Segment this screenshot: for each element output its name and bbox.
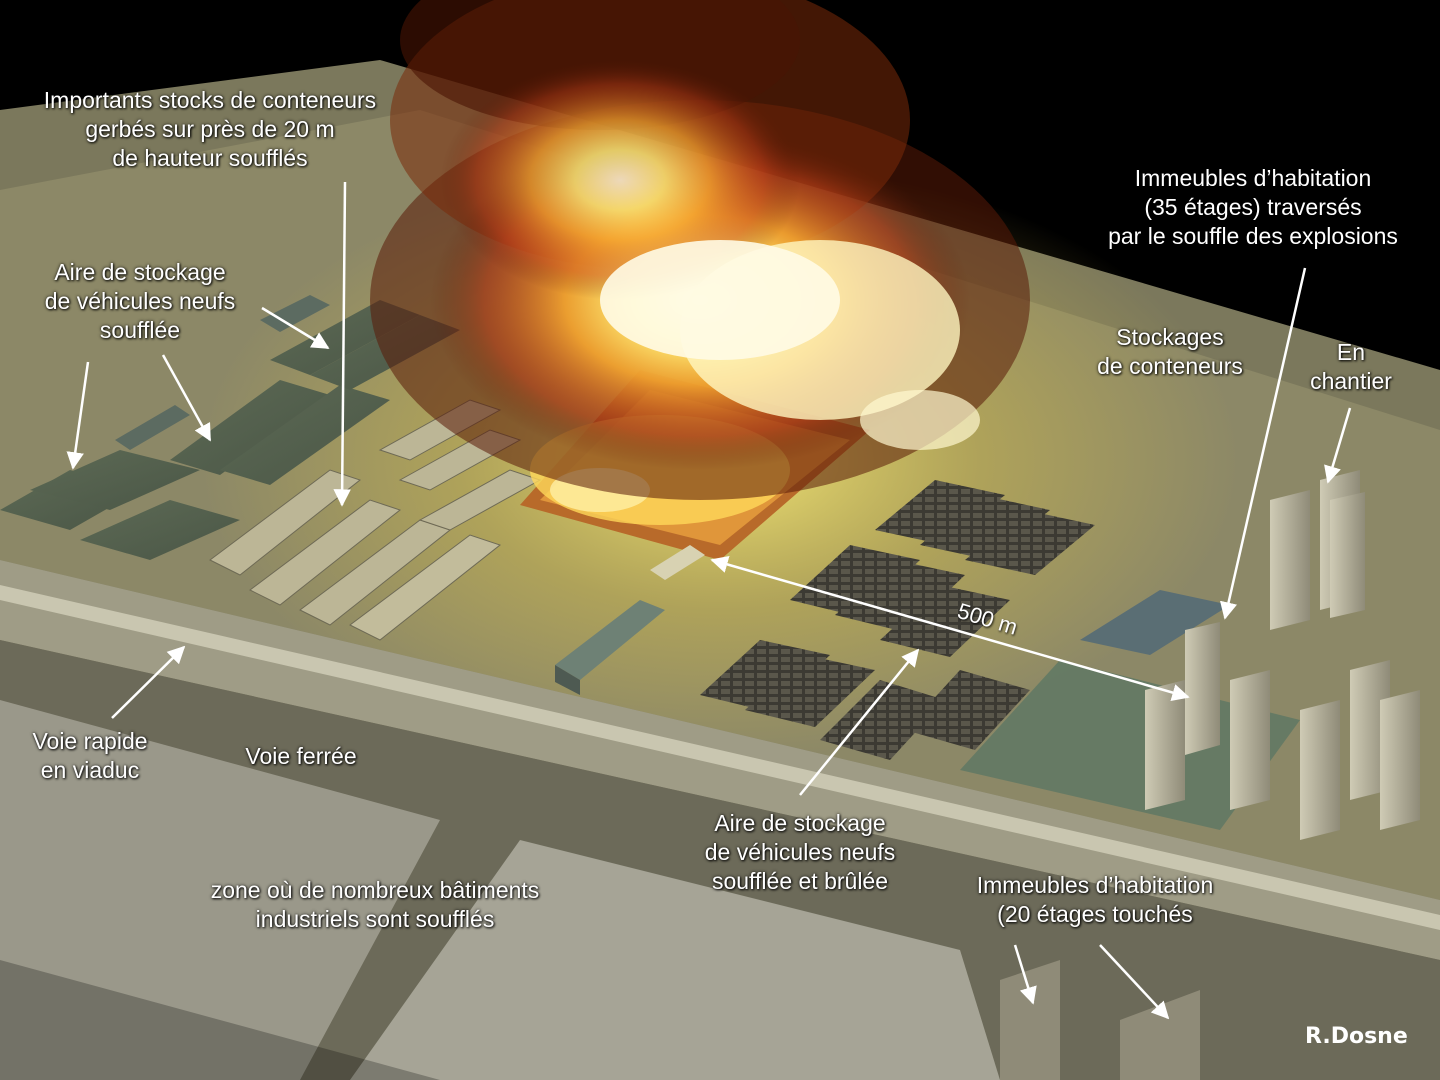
label-vehicle-storage-burned: Aire de stockage de véhicules neufs souf… — [704, 810, 896, 894]
explosion-fireball — [370, 0, 1030, 500]
label-containers-blown: Importants stocks de conteneurs gerbés s… — [43, 87, 377, 171]
label-railway: Voie ferrée — [245, 743, 357, 769]
arrow-construction — [1324, 407, 1352, 484]
arrow-containers — [333, 181, 351, 507]
label-towers-35: Immeubles d’habitation (35 étages) trave… — [1108, 165, 1398, 249]
arrow-storage-left-3 — [261, 306, 330, 350]
arrow-towers-35 — [1219, 267, 1307, 620]
label-vehicle-storage-blown: Aire de stockage de véhicules neufs souf… — [44, 259, 236, 343]
industrial-lot — [0, 700, 440, 1080]
distance-line — [710, 555, 1190, 702]
label-expressway: Voie rapide en viaduc — [32, 728, 148, 783]
label-container-storage: Stockages de conteneurs — [1097, 324, 1243, 379]
arrow-storage-left-1 — [66, 361, 90, 470]
storage-lot — [220, 385, 390, 485]
label-industrial-zone: zone où de nombreux bâtiments industriel… — [210, 877, 540, 932]
industrial-lot — [350, 840, 1000, 1080]
arrow-storage-left-2 — [161, 354, 212, 442]
label-construction: En chantier — [1310, 339, 1392, 394]
residential-towers-20 — [1000, 960, 1200, 1080]
viaduct — [0, 585, 1440, 930]
storage-lot — [30, 450, 200, 510]
signature: R.Dosne — [1305, 1024, 1408, 1049]
arrow-towers-20-b — [1099, 944, 1170, 1020]
arrow-towers-20-a — [1013, 944, 1037, 1005]
warehouse — [555, 600, 665, 680]
storage-lot — [170, 380, 330, 475]
residential-towers-35 — [1145, 470, 1420, 840]
arrow-expressway — [111, 645, 186, 719]
label-towers-20: Immeubles d’habitation (20 étages touché… — [976, 872, 1214, 927]
storage-lot — [80, 500, 240, 560]
